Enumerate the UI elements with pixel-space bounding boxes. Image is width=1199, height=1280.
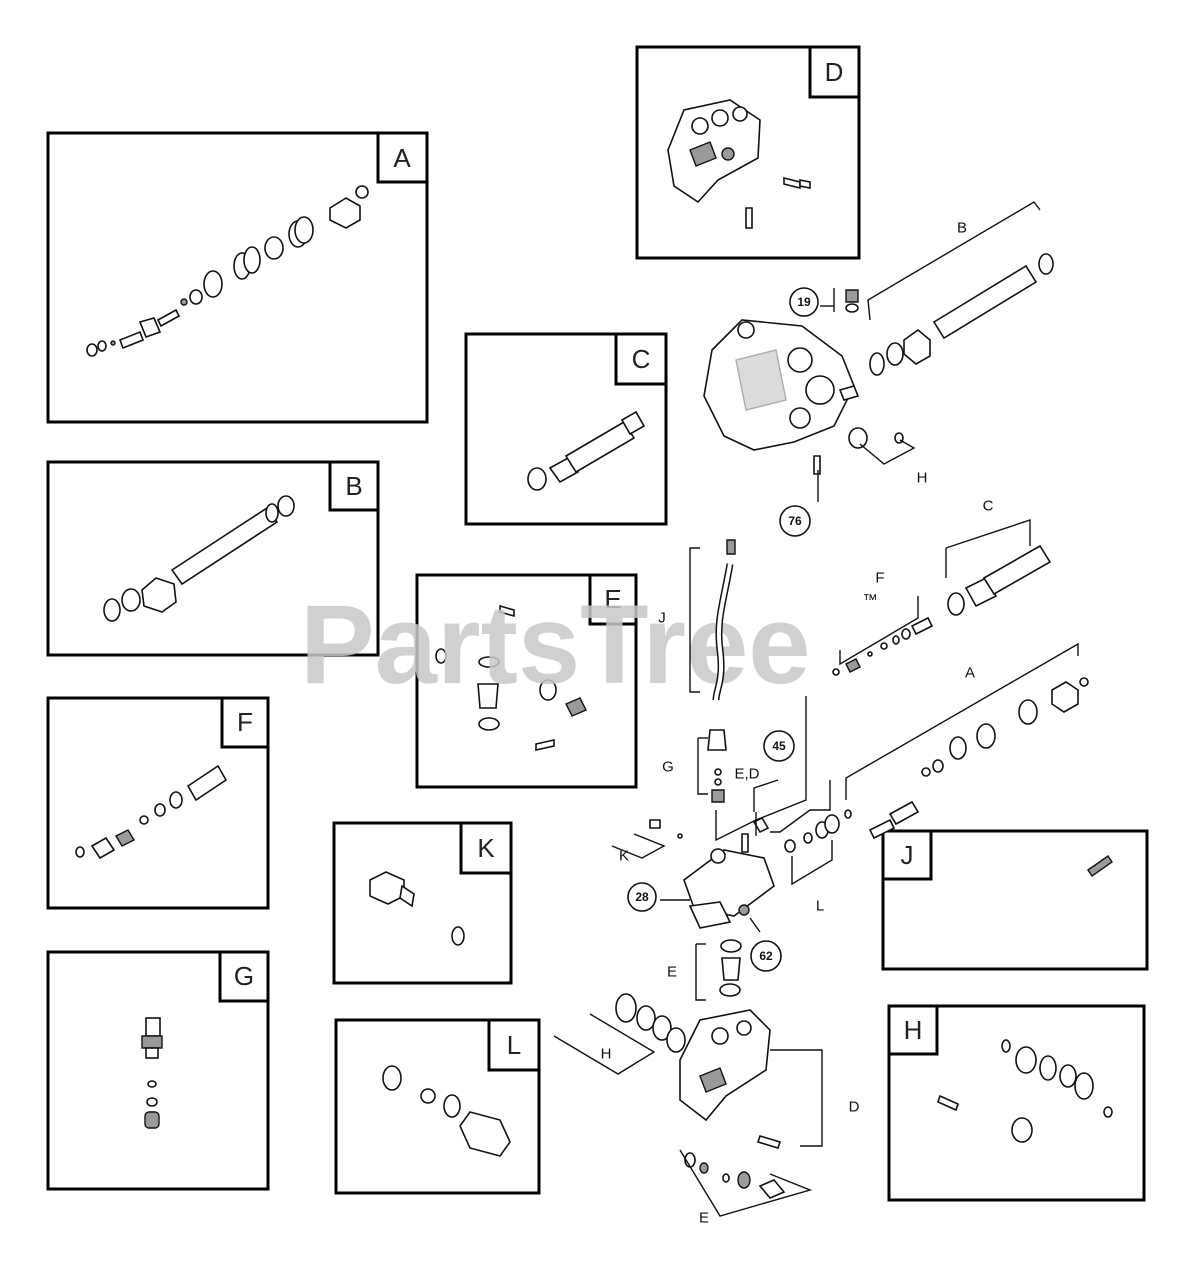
callout-76-circle: [779, 505, 811, 537]
panel-b-parts: [103, 495, 295, 622]
panel-h-label: H: [904, 1015, 923, 1045]
panel-b[interactable]: B: [46, 460, 380, 657]
panel-j[interactable]: J: [881, 829, 1149, 971]
watermark-tm: ™: [863, 592, 878, 609]
callout-45: 45: [772, 739, 786, 753]
callout-62: 62: [759, 949, 773, 963]
panel-f[interactable]: F: [46, 696, 270, 910]
callout-a: A: [965, 665, 975, 682]
callout-45-circle: [763, 730, 795, 762]
panel-c-label: C: [632, 344, 651, 374]
panel-f-parts: [75, 764, 228, 860]
panel-k-label: K: [477, 833, 495, 863]
callout-g: G: [662, 759, 674, 776]
panel-a-parts: [86, 185, 369, 357]
panel-d-label: D: [825, 57, 844, 87]
panel-j-parts: [958, 855, 1113, 936]
panel-d-parts: [667, 99, 811, 229]
watermark-text: PartsTree: [300, 582, 811, 707]
panel-e-parts: [435, 604, 587, 751]
panel-c[interactable]: C: [464, 332, 668, 526]
panel-b-label: B: [345, 471, 362, 501]
callout-e-bottom: E: [699, 1210, 709, 1227]
callout-28-circle: [627, 882, 657, 912]
panel-d[interactable]: D: [635, 45, 861, 260]
panel-l[interactable]: L: [334, 1018, 541, 1195]
callout-b: B: [957, 220, 967, 237]
panel-k-parts: [369, 871, 465, 946]
callout-19-circle: [789, 287, 819, 317]
panel-g-parts: [141, 1017, 163, 1129]
callout-28: 28: [635, 890, 649, 904]
callout-c: C: [983, 498, 994, 515]
panel-e[interactable]: E: [415, 573, 638, 789]
panel-e-label: E: [604, 584, 621, 614]
panel-a-label: A: [393, 143, 411, 173]
callout-h-right: H: [917, 470, 928, 487]
panel-a[interactable]: A: [46, 131, 429, 424]
callout-j: J: [658, 610, 666, 627]
panel-j-label: J: [901, 840, 914, 870]
panel-l-label: L: [507, 1030, 521, 1060]
watermark: PartsTree ™: [300, 582, 878, 707]
callout-f: F: [875, 570, 884, 587]
panel-g-label: G: [234, 961, 254, 991]
callout-l: L: [816, 898, 824, 915]
panel-f-label: F: [237, 707, 253, 737]
panel-g[interactable]: G: [46, 950, 270, 1191]
callout-19: 19: [797, 295, 811, 309]
panel-c-parts: [527, 410, 646, 491]
callout-numbers: 19 76 45 28 62: [627, 287, 819, 972]
callout-d-lower: D: [849, 1099, 860, 1116]
callout-h-left: H: [601, 1046, 612, 1063]
callout-76: 76: [788, 514, 802, 528]
callout-labels: B C F A J G E,D K L E H D E H: [601, 220, 994, 1227]
panel-k[interactable]: K: [332, 821, 513, 985]
callout-k: K: [619, 848, 629, 865]
panel-h-parts: [937, 1039, 1113, 1143]
callout-e-mid: E: [667, 964, 677, 981]
callout-62-circle: [750, 940, 782, 972]
panel-l-parts: [382, 1065, 511, 1157]
callout-e-d: E,D: [734, 766, 759, 783]
panel-h[interactable]: H: [887, 1004, 1146, 1202]
main-assembly: [553, 201, 1089, 1217]
